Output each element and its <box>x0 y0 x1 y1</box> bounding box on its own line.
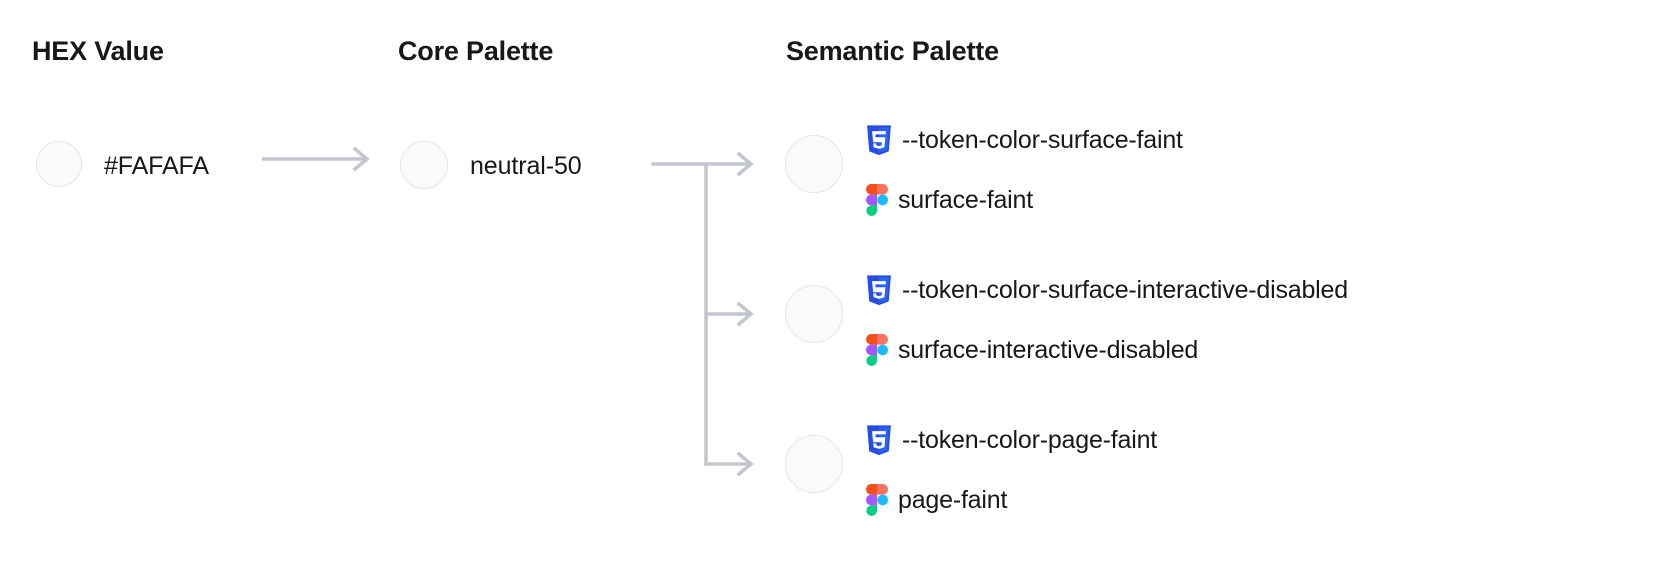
hex-color-swatch <box>36 141 82 187</box>
hex-value-label: #FAFAFA <box>104 152 209 180</box>
figma-token-row: page-faint <box>865 470 1157 530</box>
core-color-swatch <box>400 141 448 189</box>
figma-token-label: surface-interactive-disabled <box>898 335 1199 364</box>
branch-connector-tree <box>651 151 754 477</box>
arrow-hex-to-core-icon <box>262 146 370 172</box>
figma-token-label: page-faint <box>898 485 1008 514</box>
figma-icon <box>865 184 889 216</box>
figma-icon <box>865 484 889 516</box>
css-token-row: --token-color-page-faint <box>866 410 1157 470</box>
semantic-token-group: --token-color-page-faint page-faint <box>865 410 1157 530</box>
figma-token-label: surface-faint <box>898 185 1033 214</box>
figma-token-row: surface-faint <box>865 170 1183 230</box>
column-header-semantic-palette: Semantic Palette <box>786 36 999 66</box>
core-value-label: neutral-50 <box>470 152 582 180</box>
semantic-color-swatch <box>785 435 843 493</box>
css-token-label: --token-color-surface-interactive-disabl… <box>902 275 1348 304</box>
semantic-color-swatch <box>785 285 843 343</box>
column-header-hex-value: HEX Value <box>32 36 164 66</box>
css-token-row: --token-color-surface-interactive-disabl… <box>866 260 1348 320</box>
css3-icon <box>866 274 892 306</box>
semantic-token-group: --token-color-surface-faint surface-fain… <box>865 110 1183 230</box>
css-token-label: --token-color-surface-faint <box>902 125 1183 154</box>
semantic-token-group: --token-color-surface-interactive-disabl… <box>865 260 1348 380</box>
css3-icon <box>866 124 892 156</box>
css-token-row: --token-color-surface-faint <box>866 110 1183 170</box>
figma-icon <box>865 334 889 366</box>
figma-token-row: surface-interactive-disabled <box>865 320 1348 380</box>
css-token-label: --token-color-page-faint <box>902 425 1158 454</box>
column-header-core-palette: Core Palette <box>398 36 554 66</box>
css3-icon <box>866 424 892 456</box>
semantic-color-swatch <box>785 135 843 193</box>
